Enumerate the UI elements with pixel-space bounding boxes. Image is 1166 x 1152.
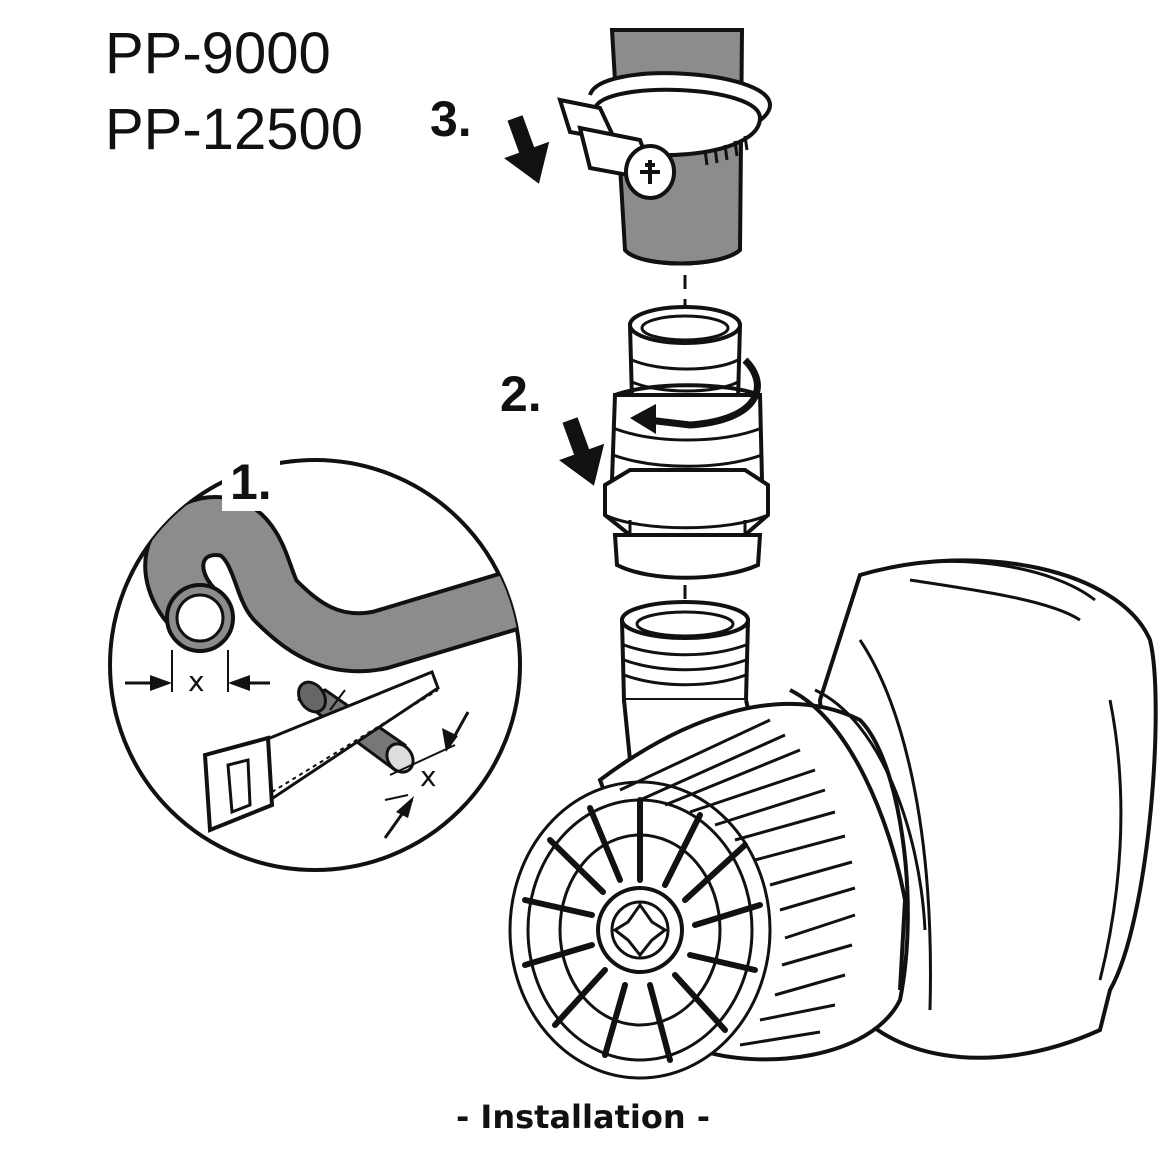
measure-label-side: x bbox=[420, 760, 437, 793]
model-name-2: PP-12500 bbox=[105, 97, 363, 162]
model-name-1: PP-9000 bbox=[105, 21, 331, 86]
hose-adapter bbox=[603, 305, 770, 580]
hose-curl bbox=[147, 499, 520, 670]
hose-with-clamp bbox=[557, 28, 773, 266]
step-2-label: 2. bbox=[500, 366, 542, 422]
step-3-label: 3. bbox=[430, 91, 472, 147]
hand-saw bbox=[202, 670, 440, 833]
down-arrow-step2 bbox=[559, 417, 605, 486]
pump bbox=[508, 558, 1158, 1080]
strainer-spokes bbox=[522, 797, 763, 1063]
down-arrow-step3 bbox=[504, 115, 550, 184]
diagram-caption: - Installation - bbox=[455, 1098, 711, 1136]
measure-label-top: x bbox=[188, 665, 205, 698]
step-1-label: 1. bbox=[222, 453, 280, 511]
step1-detail-circle bbox=[108, 458, 522, 872]
